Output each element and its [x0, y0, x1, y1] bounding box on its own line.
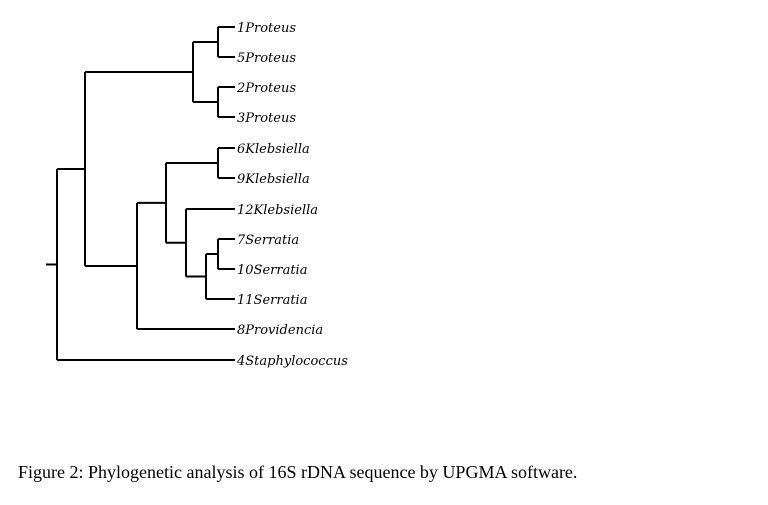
leaf-label-1proteus: 1Proteus	[237, 21, 296, 36]
phylogenetic-tree: 1Proteus 5Proteus 2Proteus 3Proteus 6Kle…	[46, 21, 348, 369]
tree-branches	[46, 26, 235, 361]
leaf-label-4staphylococcus: 4Staphylococcus	[236, 354, 348, 369]
leaf-label-5proteus: 5Proteus	[237, 51, 296, 66]
leaf-label-12klebsiella: 12Klebsiella	[237, 203, 318, 218]
tree-leaf-labels: 1Proteus 5Proteus 2Proteus 3Proteus 6Kle…	[236, 21, 348, 369]
leaf-label-2proteus: 2Proteus	[236, 81, 296, 96]
figure-caption: Figure 2: Phylogenetic analysis of 16S r…	[18, 462, 578, 482]
leaf-label-8providencia: 8Providencia	[237, 323, 323, 338]
leaf-label-3proteus: 3Proteus	[237, 111, 296, 126]
leaf-label-7serratia: 7Serratia	[237, 233, 299, 248]
leaf-label-6klebsiella: 6Klebsiella	[237, 142, 310, 157]
leaf-label-11serratia: 11Serratia	[237, 293, 307, 308]
leaf-label-9klebsiella: 9Klebsiella	[237, 172, 310, 187]
leaf-label-10serratia: 10Serratia	[237, 263, 307, 278]
